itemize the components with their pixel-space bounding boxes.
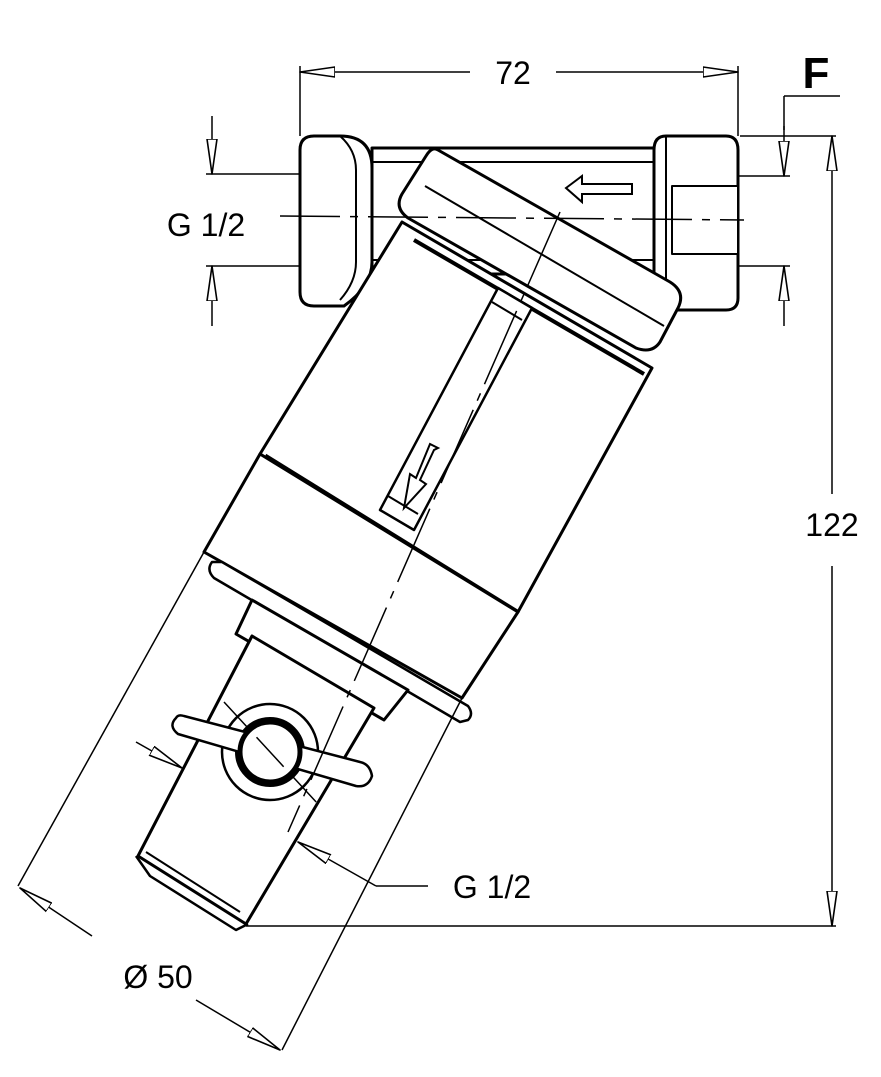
screen-flow-arrow-icon — [402, 442, 441, 512]
left-end-fitting — [298, 134, 374, 308]
housing-cap — [397, 147, 683, 352]
flow-arrow-icon — [564, 174, 633, 205]
center-lines — [223, 211, 745, 833]
drain-collar — [208, 560, 473, 724]
strainer-body — [134, 134, 740, 932]
width-label: 72 — [495, 55, 531, 91]
drain-neck — [234, 598, 410, 722]
dimension-lines — [17, 66, 840, 1050]
inlet-thread-label: G 1/2 — [167, 207, 245, 243]
height-label: 122 — [805, 507, 858, 543]
variant-letter: F — [803, 49, 830, 98]
outlet-thread-label: G 1/2 — [453, 869, 531, 905]
diameter-label: Ø 50 — [123, 959, 192, 995]
